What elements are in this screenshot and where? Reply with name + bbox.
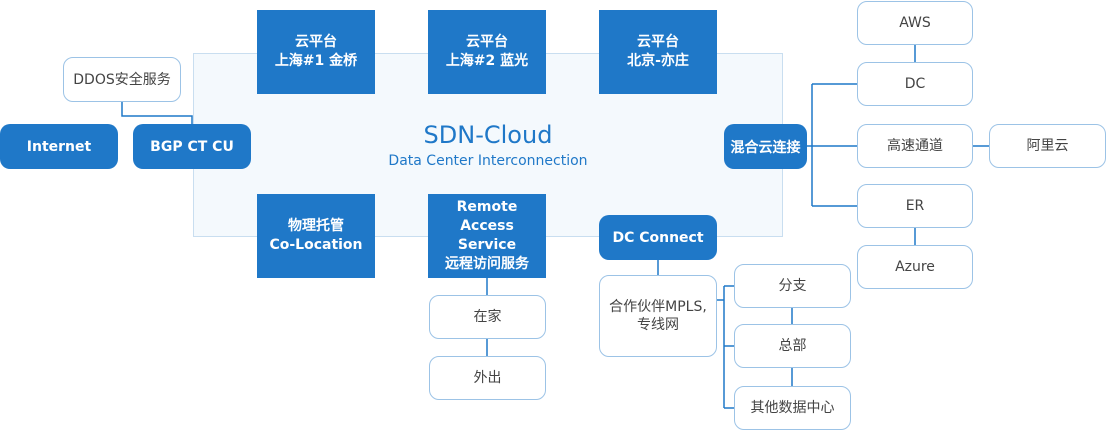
platform-label: 云平台: [637, 34, 679, 50]
cloud-subtitle: Data Center Interconnection: [388, 153, 588, 169]
platform-label: 云平台: [466, 34, 508, 50]
remote-access-line2: Service: [457, 237, 517, 253]
dedicated-line-node: 高速通道: [857, 124, 973, 168]
colocation-box: 物理托管 Co-Location: [257, 194, 375, 278]
mpls-line1: 合作伙伴MPLS,: [609, 299, 707, 315]
hybrid-cloud-node: 混合云连接: [724, 124, 807, 169]
platform-shanghai-jinqiao: 云平台 上海#1 金桥: [257, 10, 375, 94]
platform-label: 云平台: [295, 34, 337, 50]
colocation-cn: 物理托管: [288, 218, 344, 234]
platform-location: 上海#1 金桥: [274, 53, 358, 69]
platform-shanghai-languang: 云平台 上海#2 蓝光: [428, 10, 546, 94]
remote-outside: 外出: [429, 356, 546, 400]
line-ddos-bgp: [121, 102, 193, 124]
remote-access-box: Remote Access Service 远程访问服务: [428, 194, 546, 278]
platform-location: 北京-亦庄: [627, 53, 689, 69]
remote-access-line1: Remote Access: [456, 199, 518, 234]
er-node: ER: [857, 184, 973, 228]
branch-office: 分支: [734, 264, 851, 308]
azure-node: Azure: [857, 245, 973, 289]
aws-node: AWS: [857, 1, 973, 45]
other-data-center: 其他数据中心: [734, 386, 851, 430]
remote-access-line3: 远程访问服务: [445, 256, 529, 272]
platform-location: 上海#2 蓝光: [445, 53, 529, 69]
internet-node: Internet: [0, 124, 118, 169]
cloud-title: SDN-Cloud: [423, 121, 553, 149]
bgp-node: BGP CT CU: [133, 124, 251, 169]
dc-node: DC: [857, 62, 973, 106]
platform-beijing-yizhuang: 云平台 北京-亦庄: [599, 10, 717, 94]
remote-at-home: 在家: [429, 295, 546, 339]
headquarters: 总部: [734, 324, 851, 368]
colocation-en: Co-Location: [269, 237, 363, 253]
mpls-line2: 专线网: [637, 317, 679, 333]
dc-connect-node: DC Connect: [599, 215, 717, 260]
partner-mpls-box: 合作伙伴MPLS, 专线网: [599, 275, 717, 357]
aliyun-node: 阿里云: [989, 124, 1106, 168]
ddos-service: DDOS安全服务: [63, 57, 181, 102]
